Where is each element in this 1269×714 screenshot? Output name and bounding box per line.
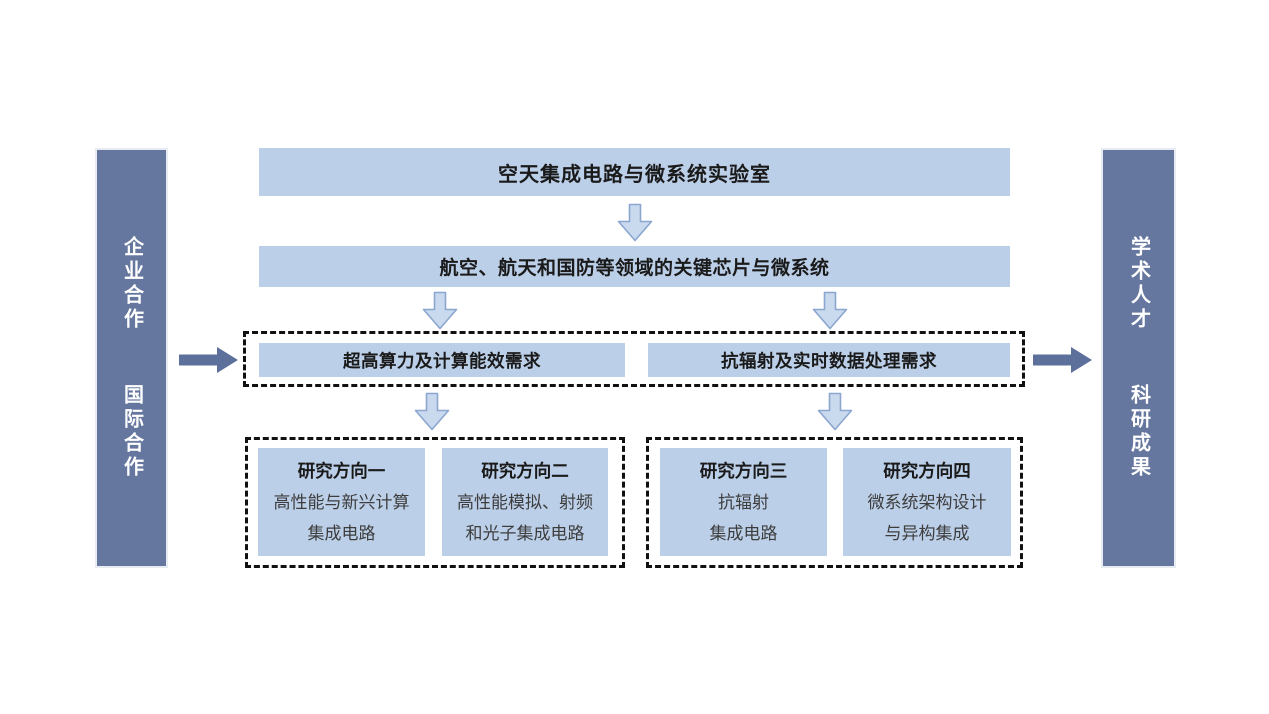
down-arrow-icon-svg	[617, 203, 653, 242]
research-direction-3-line1: 抗辐射	[718, 492, 769, 512]
down-arrow-icon-svg	[817, 392, 853, 431]
research-direction-3-box: 研究方向三 抗辐射 集成电路	[660, 448, 827, 556]
research-direction-2-box: 研究方向二 高性能模拟、射频 和光子集成电路	[442, 448, 608, 556]
right-arrow-icon	[1032, 346, 1094, 374]
research-direction-3-title: 研究方向三	[699, 460, 788, 481]
right-outcomes-bar: 学术人才 科研成果	[1101, 148, 1176, 568]
need-radiation-label: 抗辐射及实时数据处理需求	[721, 350, 937, 371]
need-box-radiation: 抗辐射及实时数据处理需求	[648, 343, 1010, 377]
lab-title-label: 空天集成电路与微系统实验室	[498, 163, 771, 186]
research-direction-4-title: 研究方向四	[883, 460, 971, 481]
research-achievements-label: 科研成果	[1127, 384, 1150, 480]
down-arrow-icon	[414, 392, 450, 431]
research-direction-4-line2: 与异构集成	[884, 523, 970, 543]
research-direction-2-line1: 高性能模拟、射频	[457, 492, 593, 512]
enterprise-cooperation-label: 企业合作	[120, 236, 143, 332]
need-computing-label: 超高算力及计算能效需求	[343, 350, 541, 371]
right-arrow-icon-svg	[1033, 347, 1092, 373]
research-group-right-dashed-container	[646, 437, 1023, 568]
down-arrow-icon	[422, 291, 458, 330]
lab-title-box: 空天集成电路与微系统实验室	[259, 148, 1010, 196]
research-direction-2-line2: 和光子集成电路	[465, 523, 585, 543]
right-arrow-icon-svg	[179, 347, 238, 373]
research-direction-3-line2: 集成电路	[709, 523, 778, 543]
down-arrow-icon-svg	[422, 291, 458, 330]
research-direction-4-line1: 微系统架构设计	[867, 492, 987, 512]
research-direction-1-box: 研究方向一 高性能与新兴计算 集成电路	[258, 448, 425, 556]
down-arrow-icon	[812, 291, 848, 330]
right-outcomes-bar-text: 学术人才 科研成果	[1127, 236, 1150, 480]
research-direction-2-title: 研究方向二	[481, 460, 569, 481]
domain-box: 航空、航天和国防等领域的关键芯片与微系统	[259, 246, 1010, 287]
left-cooperation-bar: 企业合作 国际合作	[95, 148, 168, 568]
research-direction-1-line2: 集成电路	[307, 523, 376, 543]
need-box-computing: 超高算力及计算能效需求	[259, 343, 625, 377]
down-arrow-icon	[817, 392, 853, 431]
research-direction-1-line1: 高性能与新兴计算	[273, 492, 410, 512]
academic-talent-label: 学术人才	[1127, 236, 1150, 332]
research-direction-4-box: 研究方向四 微系统架构设计 与异构集成	[843, 448, 1011, 556]
domain-box-label: 航空、航天和国防等领域的关键芯片与微系统	[439, 258, 830, 279]
right-arrow-icon	[179, 346, 239, 374]
needs-dashed-container	[243, 331, 1025, 387]
left-cooperation-bar-text: 企业合作 国际合作	[120, 236, 143, 480]
research-group-left-dashed-container	[245, 437, 625, 568]
down-arrow-icon	[617, 203, 653, 242]
down-arrow-icon-svg	[812, 291, 848, 330]
research-direction-1-title: 研究方向一	[297, 460, 386, 481]
down-arrow-icon-svg	[414, 392, 450, 431]
international-cooperation-label: 国际合作	[120, 384, 143, 480]
